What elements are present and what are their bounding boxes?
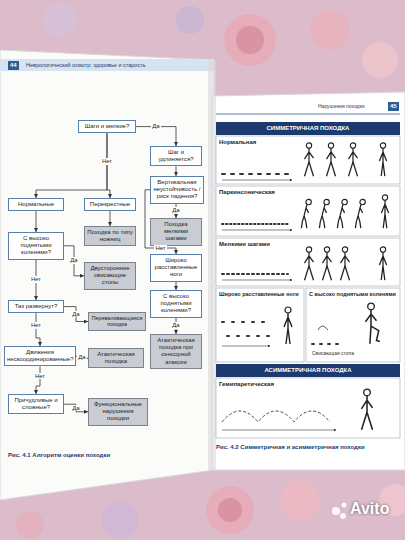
flow-arrow: [64, 307, 88, 322]
result-box: Переваливающаяся походка: [88, 312, 146, 331]
box-text: Широко расставленные ноги: [153, 257, 199, 279]
edge-label: Да: [151, 123, 160, 130]
box-text: Таз развернут?: [11, 303, 61, 310]
box-text: Причудливые и сложные?: [11, 397, 61, 411]
question-box: Перекрестные: [84, 198, 136, 211]
panel-title: Нормальная: [219, 139, 256, 146]
question-box: Шаг и удлиняется?: [150, 146, 202, 166]
question-box: С высоко поднятыми коленями?: [8, 232, 64, 260]
edge-label: Да: [171, 207, 180, 214]
running-header: Неврологический осмотр: здоровье и старо…: [26, 62, 146, 68]
result-box: Двусторонние свисающие стопы: [84, 262, 136, 290]
page-number: 45: [388, 102, 399, 111]
question-box: Широко расставленные ноги: [150, 254, 202, 282]
edge-label: Да: [77, 354, 86, 361]
box-text: Перекрестные: [87, 201, 133, 208]
result-box: Походка по типу ножниц: [84, 226, 136, 246]
section-band: СИММЕТРИЧНАЯ ПОХОДКА: [216, 122, 400, 135]
flow-arrow: [176, 282, 177, 290]
box-text: С высоко поднятыми коленями?: [153, 293, 199, 315]
figure-caption: Рис. 4.2 Симметричная и асимметричная по…: [216, 444, 365, 451]
watermark: Avito: [350, 500, 389, 518]
edge-label: Да: [71, 311, 80, 318]
question-box: Вертикальная неустойчивость / риск паден…: [150, 176, 204, 204]
panel-title: Гемипаретическая: [219, 381, 274, 388]
box-text: Вертикальная неустойчивость / риск паден…: [153, 179, 201, 201]
flow-arrow: [107, 133, 110, 198]
question-box: Причудливые и сложные?: [8, 394, 64, 414]
question-box: Движения нескоординированные?: [4, 346, 76, 366]
page-number: 44: [8, 61, 19, 70]
box-text: Атактическая походка при сенсорной атакс…: [153, 337, 199, 366]
box-text: Функциональные нарушения походки: [91, 401, 145, 423]
panel-title: Мелкими шагами: [219, 241, 270, 248]
panel-title: Паркинсоническая: [219, 189, 275, 196]
figure-caption: Рис. 4.1 Алгоритм оценки походки: [8, 452, 110, 459]
box-text: Походка по типу ножниц: [87, 229, 133, 243]
flow-arrow: [36, 133, 107, 198]
running-header: Нарушения походки: [318, 104, 365, 110]
box-text: Шаг и удлиняется?: [153, 149, 199, 163]
edge-label: Нет: [30, 322, 42, 329]
box-text: Нормальные: [11, 201, 61, 208]
box-text: Переваливающаяся походка: [91, 315, 143, 328]
flow-arrow: [64, 404, 88, 412]
flow-arrow: [64, 246, 84, 276]
edge-label: Нет: [154, 245, 166, 252]
panel-title: Широко расставленные ноги: [219, 291, 299, 297]
panel-title: С высоко поднятыми коленями: [309, 291, 396, 297]
flow-arrow: [36, 313, 40, 346]
box-text: Шаги и мелкие?: [81, 123, 133, 130]
flow-arrow: [36, 211, 37, 232]
edge-label: Да: [71, 405, 80, 412]
box-text: Движения нескоординированные?: [7, 349, 73, 363]
box-text: Атактическая походка: [91, 351, 141, 365]
box-text: С высоко поднятыми коленями?: [11, 235, 61, 257]
box-text: Двусторонние свисающие стопы: [87, 265, 133, 287]
edge-label: Да: [69, 257, 78, 264]
figure-note: Свисающая стопа: [312, 351, 354, 357]
flow-arrow: [36, 366, 40, 394]
box-text: СИММЕТРИЧНАЯ ПОХОДКА: [221, 125, 395, 132]
box-text: Походка мелкими шагами: [153, 221, 199, 243]
question-box: Таз развернут?: [8, 300, 64, 313]
question-box: Шаги и мелкие?: [78, 120, 136, 133]
result-box: Функциональные нарушения походки: [88, 398, 148, 426]
result-box: Атактическая походка: [88, 348, 144, 368]
flow-arrow: [176, 166, 177, 176]
edge-label: Да: [171, 322, 180, 329]
result-box: Походка мелкими шагами: [150, 218, 202, 246]
question-box: Нормальные: [8, 198, 64, 211]
flow-arrow: [110, 211, 111, 226]
edge-label: Нет: [34, 373, 46, 380]
edge-label: Нет: [101, 158, 113, 165]
box-text: АСИММЕТРИЧНАЯ ПОХОДКА: [221, 367, 395, 374]
section-band: АСИММЕТРИЧНАЯ ПОХОДКА: [216, 364, 400, 377]
question-box: С высоко поднятыми коленями?: [150, 290, 202, 318]
result-box: Атактическая походка при сенсорной атакс…: [150, 334, 202, 369]
edge-label: Нет: [30, 276, 42, 283]
